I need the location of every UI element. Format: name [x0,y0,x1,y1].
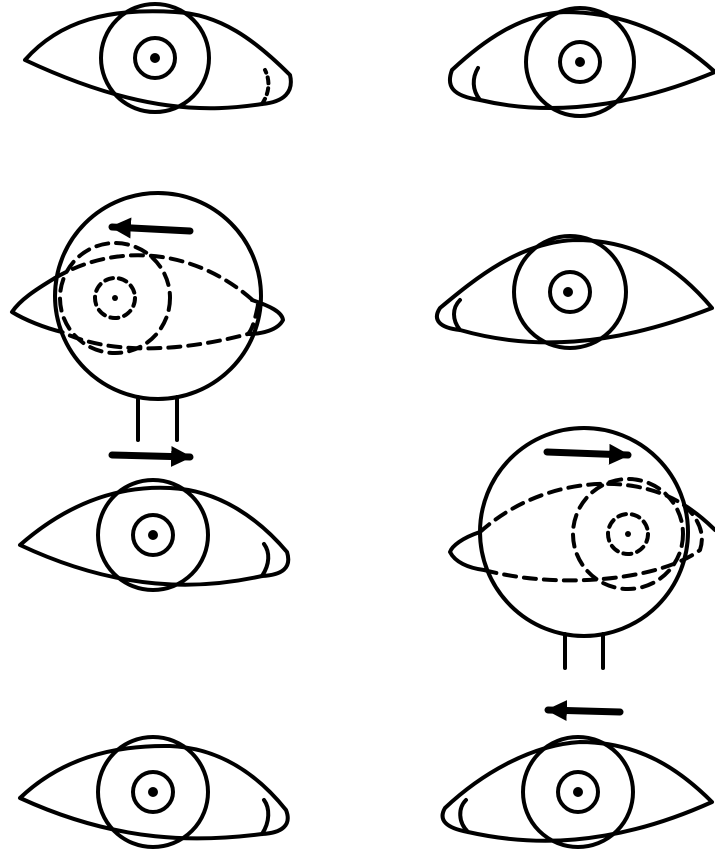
occluder-handle [138,397,177,440]
occluder-handle [565,634,603,668]
caruncle-line [474,68,480,100]
caruncle-line [454,300,460,330]
eyelid-outline [437,240,712,342]
pupil-dot [152,55,158,61]
arrow-top-left [112,227,190,231]
deviated-pupil-dot [625,531,631,537]
left-eye-1 [25,4,291,112]
arrow-top-right [547,452,628,455]
arrow-bottom-left [548,710,620,712]
pupil-dot [150,789,156,795]
caruncle-line [262,544,268,576]
left-eye-4 [20,737,288,847]
right-eye-4 [443,737,712,847]
pupil-dot [150,532,156,538]
right-eye-2 [437,236,712,348]
occluder-disc [480,428,688,636]
pupil-dot [575,789,581,795]
pupil-dot [565,289,571,295]
deviated-pupil-dot [112,295,118,301]
arrow-bottom-right [112,455,190,457]
caruncle-line [262,70,268,104]
left-occluder [12,193,283,457]
occluder-disc [55,193,261,399]
caruncle-line [460,800,468,832]
right-occluder [450,428,715,712]
right-eye-1 [450,8,715,116]
left-eye-3 [20,480,288,590]
pupil-dot [577,59,583,65]
caruncle-line [262,800,268,834]
